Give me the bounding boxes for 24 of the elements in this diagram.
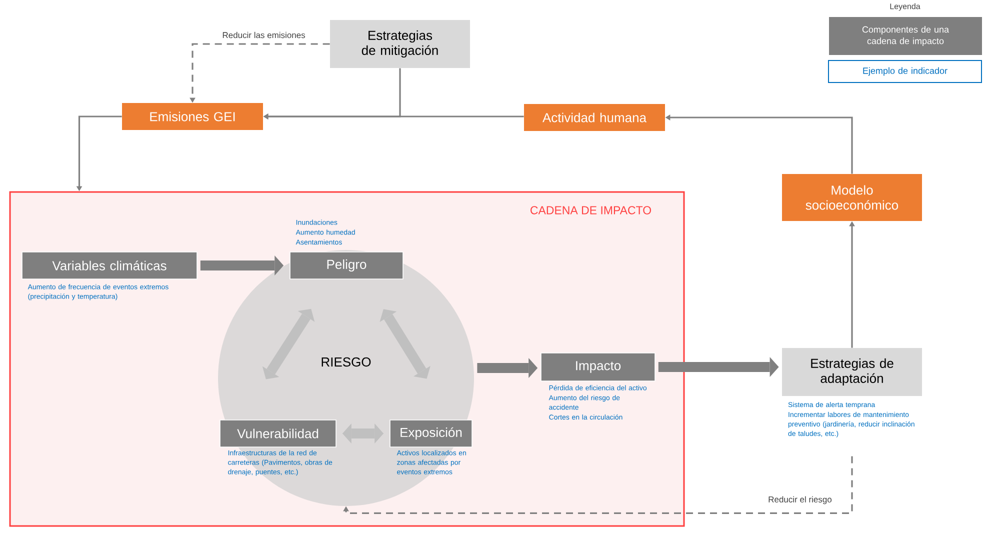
process-box: Modelo socioeconómico [782, 174, 922, 221]
component-box: Variables climáticas [22, 252, 198, 280]
double-arrow [262, 308, 315, 380]
legend-text: Componentes de una cadena de impacto [862, 26, 949, 46]
block-arrow [658, 357, 779, 377]
double-arrow [380, 309, 430, 379]
component-box: Exposición [390, 420, 472, 448]
edge-label: Reducir las emisiones [221, 30, 306, 40]
component-box: Vulnerabilidad [220, 420, 336, 448]
component-box: Peligro [290, 252, 404, 280]
process-box: Actividad humana [524, 104, 665, 131]
legend-title: Leyenda [890, 3, 920, 11]
strategy-box: Estrategias de mitigación [330, 20, 470, 68]
component-box: Impacto [540, 352, 656, 382]
block-arrow [477, 358, 538, 378]
process-box: Emisiones GEI [122, 103, 263, 130]
legend-text: Ejemplo de indicador [863, 67, 948, 76]
dashed-arrow [343, 456, 853, 514]
double-arrow [342, 424, 384, 444]
edge-label: Reducir el riesgo [767, 495, 833, 506]
panel-heading: CADENA DE IMPACTO [530, 206, 651, 214]
risk-label: RIESGO [322, 357, 371, 367]
strategy-box: Estrategias de adaptación [782, 348, 922, 396]
block-arrow [200, 256, 284, 276]
